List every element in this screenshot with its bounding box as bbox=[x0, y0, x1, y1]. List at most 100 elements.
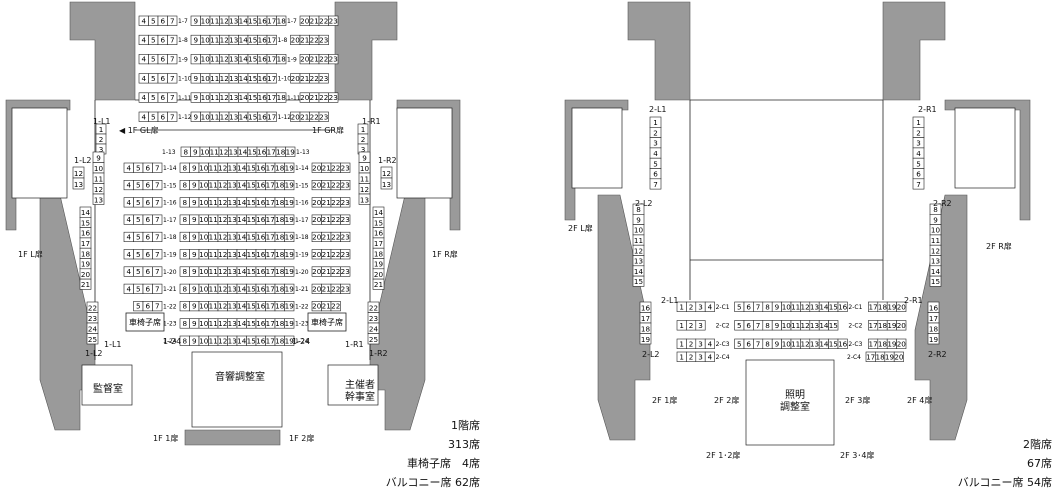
seat-number: 4 bbox=[141, 74, 146, 83]
seat-1f: 22 bbox=[330, 249, 341, 260]
seat-1f: 14 bbox=[236, 249, 247, 260]
seat-1f: 8 bbox=[179, 283, 190, 294]
seat-number: 17 bbox=[266, 284, 275, 293]
seat-number: 16 bbox=[256, 215, 266, 224]
seat-number: 10 bbox=[782, 339, 792, 348]
seat-box bbox=[340, 266, 351, 277]
seat-number: 4 bbox=[126, 233, 131, 242]
seat-1f: 20 bbox=[311, 180, 322, 191]
seat-1f: 5 bbox=[148, 92, 159, 103]
seat-1f: 23 bbox=[340, 162, 351, 173]
seat-1f: 4 bbox=[138, 73, 149, 84]
row-label-2f: 2-C3 bbox=[716, 341, 730, 348]
seat-1f: 17 bbox=[265, 180, 276, 191]
seat-1f: 14 bbox=[238, 54, 249, 65]
seat-1f: 6 bbox=[142, 214, 153, 225]
seat-number: 8 bbox=[765, 321, 770, 330]
seat-number: 11 bbox=[209, 250, 218, 259]
seat-1f: 22 bbox=[330, 214, 341, 225]
seat-number: 21 bbox=[322, 267, 331, 276]
seat-number: 10 bbox=[782, 302, 792, 311]
seat-1f: 10 bbox=[198, 301, 209, 312]
seat-number: 18 bbox=[275, 250, 285, 259]
seat-box bbox=[896, 338, 907, 349]
seat-box bbox=[639, 333, 652, 345]
seat-2f: 6 bbox=[912, 168, 925, 180]
seat-box bbox=[372, 278, 385, 290]
seat-1f: 11 bbox=[208, 283, 219, 294]
seat-number: 15 bbox=[247, 198, 256, 207]
label-2-l2b: 2-L2 bbox=[642, 350, 660, 359]
seat-number: 8 bbox=[765, 302, 770, 311]
seat-1f: 10 bbox=[200, 34, 211, 46]
seat-number: 17 bbox=[866, 352, 875, 361]
wheelchair-area bbox=[307, 312, 347, 332]
seat-1f-balcony: 13 bbox=[380, 177, 393, 190]
seat-number: 20 bbox=[374, 270, 384, 279]
label-2-l2: 2-L2 bbox=[635, 199, 653, 208]
seat-number: 16 bbox=[256, 233, 266, 242]
seat-number: 3 bbox=[653, 139, 658, 148]
seat-1f: 21 bbox=[299, 111, 310, 122]
seat-1f: 5 bbox=[133, 301, 144, 312]
seat-1f: 17 bbox=[266, 15, 277, 26]
seat-1f: 5 bbox=[148, 34, 159, 46]
seat-1f: 12 bbox=[219, 73, 230, 84]
door-2f-l: 2F L扉 bbox=[568, 224, 593, 233]
seat-2f-center: 4 bbox=[704, 351, 715, 362]
seat-number: 20 bbox=[291, 36, 301, 45]
seat-box bbox=[704, 301, 715, 312]
wheelchair-area bbox=[125, 312, 165, 332]
seat-1f: 4 bbox=[123, 180, 134, 191]
seat-2f: 12 bbox=[632, 244, 645, 256]
seat-number: 5 bbox=[151, 16, 156, 25]
seat-number: 9 bbox=[193, 93, 198, 102]
seat-number: 9 bbox=[775, 321, 780, 330]
seat-1f: 13 bbox=[227, 231, 238, 242]
seat-number: 12 bbox=[218, 267, 227, 276]
seat-number: 10 bbox=[201, 36, 211, 45]
seat-1f: 18 bbox=[274, 266, 285, 277]
seat-1f-balcony: 10 bbox=[358, 162, 371, 174]
seat-1f: 11 bbox=[209, 73, 220, 84]
seat-number: 17 bbox=[81, 239, 90, 248]
label-2-l1b: 2-L1 bbox=[661, 296, 679, 305]
wall-1f-top-right bbox=[334, 1, 398, 101]
seat-2f-center: 13 bbox=[809, 338, 820, 349]
seat-box bbox=[284, 197, 295, 208]
seat-number: 8 bbox=[183, 147, 188, 156]
seat-number: 17 bbox=[266, 198, 275, 207]
seat-1f-balcony: 21 bbox=[79, 278, 92, 290]
seat-number: 15 bbox=[247, 163, 256, 172]
seat-number: 24 bbox=[88, 324, 98, 333]
seat-number: 23 bbox=[341, 267, 350, 276]
seat-number: 14 bbox=[239, 16, 249, 25]
seat-1f: 12 bbox=[219, 54, 230, 65]
seat-number: 19 bbox=[286, 147, 296, 156]
seat-number: 4 bbox=[141, 55, 146, 64]
seat-number: 12 bbox=[218, 233, 227, 242]
seat-1f: 10 bbox=[198, 318, 209, 329]
seat-number: 19 bbox=[885, 352, 895, 361]
seat-number: 12 bbox=[218, 250, 227, 259]
seat-1f: 4 bbox=[138, 111, 149, 122]
seat-1f-balcony: 15 bbox=[372, 217, 385, 228]
seat-number: 9 bbox=[775, 339, 780, 348]
seat-1f: 7 bbox=[152, 197, 163, 208]
seat-number: 8 bbox=[636, 205, 641, 214]
seat-number: 9 bbox=[192, 267, 197, 276]
seat-1f: 13 bbox=[228, 146, 239, 157]
seat-box bbox=[167, 111, 178, 122]
seat-1f: 16 bbox=[255, 301, 266, 312]
seat-number: 17 bbox=[929, 314, 938, 323]
seat-box bbox=[284, 249, 295, 260]
seat-1f: 22 bbox=[330, 180, 341, 191]
seat-number: 7 bbox=[155, 233, 160, 242]
seat-1f: 18 bbox=[274, 335, 285, 346]
seat-1f: 22 bbox=[309, 111, 320, 122]
seat-number: 12 bbox=[220, 93, 229, 102]
seat-1f: 4 bbox=[138, 92, 149, 103]
label-1-24b: 1-24 bbox=[292, 337, 311, 346]
